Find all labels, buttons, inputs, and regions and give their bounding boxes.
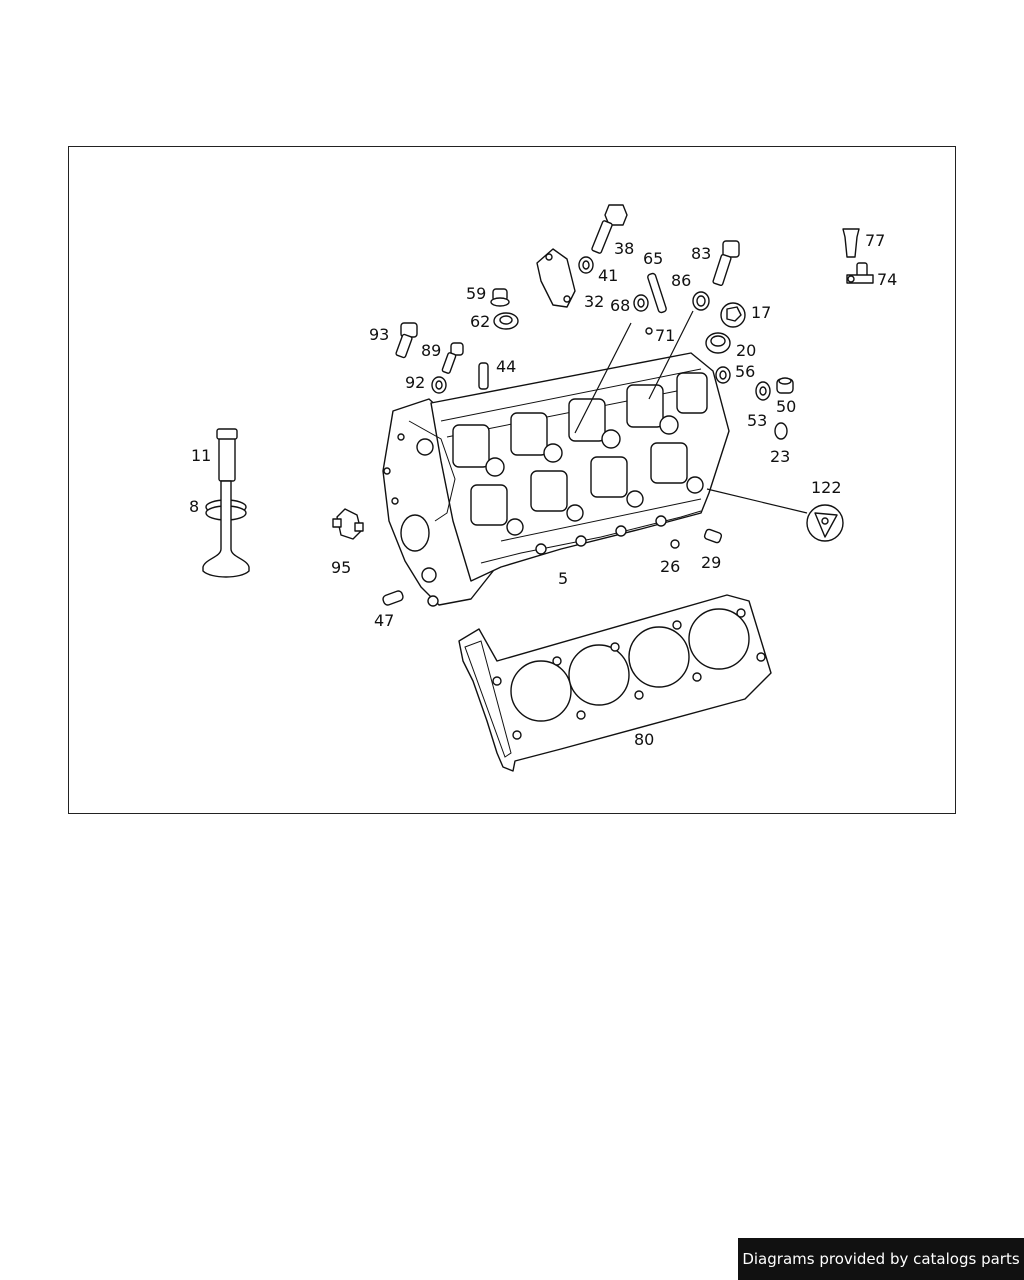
ring-56-part — [715, 366, 731, 384]
ring-53-part — [755, 381, 771, 401]
callout-122: 122 — [811, 478, 842, 497]
bolt-77-part — [842, 228, 860, 258]
callout-59: 59 — [466, 284, 486, 303]
washer-86-part — [692, 291, 710, 311]
washer-41-part — [578, 256, 594, 274]
plug-59-part — [490, 288, 510, 307]
ring-26-part — [670, 539, 680, 549]
callout-32: 32 — [584, 292, 604, 311]
credit-banner: Diagrams provided by catalogs parts — [738, 1238, 1024, 1280]
plug-50-part — [776, 377, 794, 394]
cylinder-head-part — [382, 352, 730, 607]
callout-8: 8 — [189, 497, 199, 516]
callout-56: 56 — [735, 362, 755, 381]
bolt-89-part — [441, 342, 464, 374]
sensor-bracket-part — [332, 508, 364, 540]
seal-20-part — [705, 332, 731, 354]
callout-11: 11 — [191, 446, 211, 465]
callout-86: 86 — [671, 271, 691, 290]
callout-93: 93 — [369, 325, 389, 344]
washer-68-part — [633, 294, 649, 312]
seal-62-part — [493, 312, 519, 330]
parts-diagram: 11 8 95 47 5 93 89 92 44 59 62 38 41 32 … — [189, 204, 897, 772]
sensor-74-part — [846, 262, 874, 284]
callout-62: 62 — [470, 312, 490, 331]
callout-29: 29 — [701, 553, 721, 572]
rocker-bar-part — [647, 272, 667, 314]
callout-71: 71 — [655, 326, 675, 345]
callout-77: 77 — [865, 231, 885, 250]
callout-47: 47 — [374, 611, 394, 630]
callout-5: 5 — [558, 569, 568, 588]
bearing-cap-32-part — [536, 248, 576, 308]
parts-diagram-frame: 11 8 95 47 5 93 89 92 44 59 62 38 41 32 … — [68, 146, 956, 814]
plug-29-part — [703, 528, 723, 544]
callout-41: 41 — [598, 266, 618, 285]
valve-part — [202, 428, 250, 578]
dowel-pin-part — [382, 590, 404, 606]
callout-44: 44 — [496, 357, 516, 376]
callout-23: 23 — [770, 447, 790, 466]
callout-26: 26 — [660, 557, 680, 576]
callout-92: 92 — [405, 373, 425, 392]
pin-44-part — [478, 362, 489, 390]
callout-65: 65 — [643, 249, 663, 268]
bolt-83-part — [712, 240, 740, 286]
leader-lines — [574, 310, 808, 514]
bolt-93-part — [395, 322, 418, 359]
callout-83: 83 — [691, 244, 711, 263]
cover-plate-122-part — [806, 504, 844, 542]
callout-17: 17 — [751, 303, 771, 322]
bolt-38-part — [591, 204, 628, 254]
callout-80: 80 — [634, 730, 654, 749]
callout-labels: 11 8 95 47 5 93 89 92 44 59 62 38 41 32 … — [189, 231, 897, 749]
plug-17-part — [720, 302, 746, 328]
callout-38: 38 — [614, 239, 634, 258]
plug-23-part — [774, 422, 788, 440]
ring-71-part — [645, 327, 653, 335]
callout-74: 74 — [877, 270, 897, 289]
callout-53: 53 — [747, 411, 767, 430]
callout-95: 95 — [331, 558, 351, 577]
head-gasket-part — [458, 594, 772, 772]
washer-92-part — [431, 376, 447, 394]
callout-89: 89 — [421, 341, 441, 360]
callout-50: 50 — [776, 397, 796, 416]
callout-20: 20 — [736, 341, 756, 360]
callout-68: 68 — [610, 296, 630, 315]
credit-text: Diagrams provided by catalogs parts — [742, 1250, 1020, 1268]
